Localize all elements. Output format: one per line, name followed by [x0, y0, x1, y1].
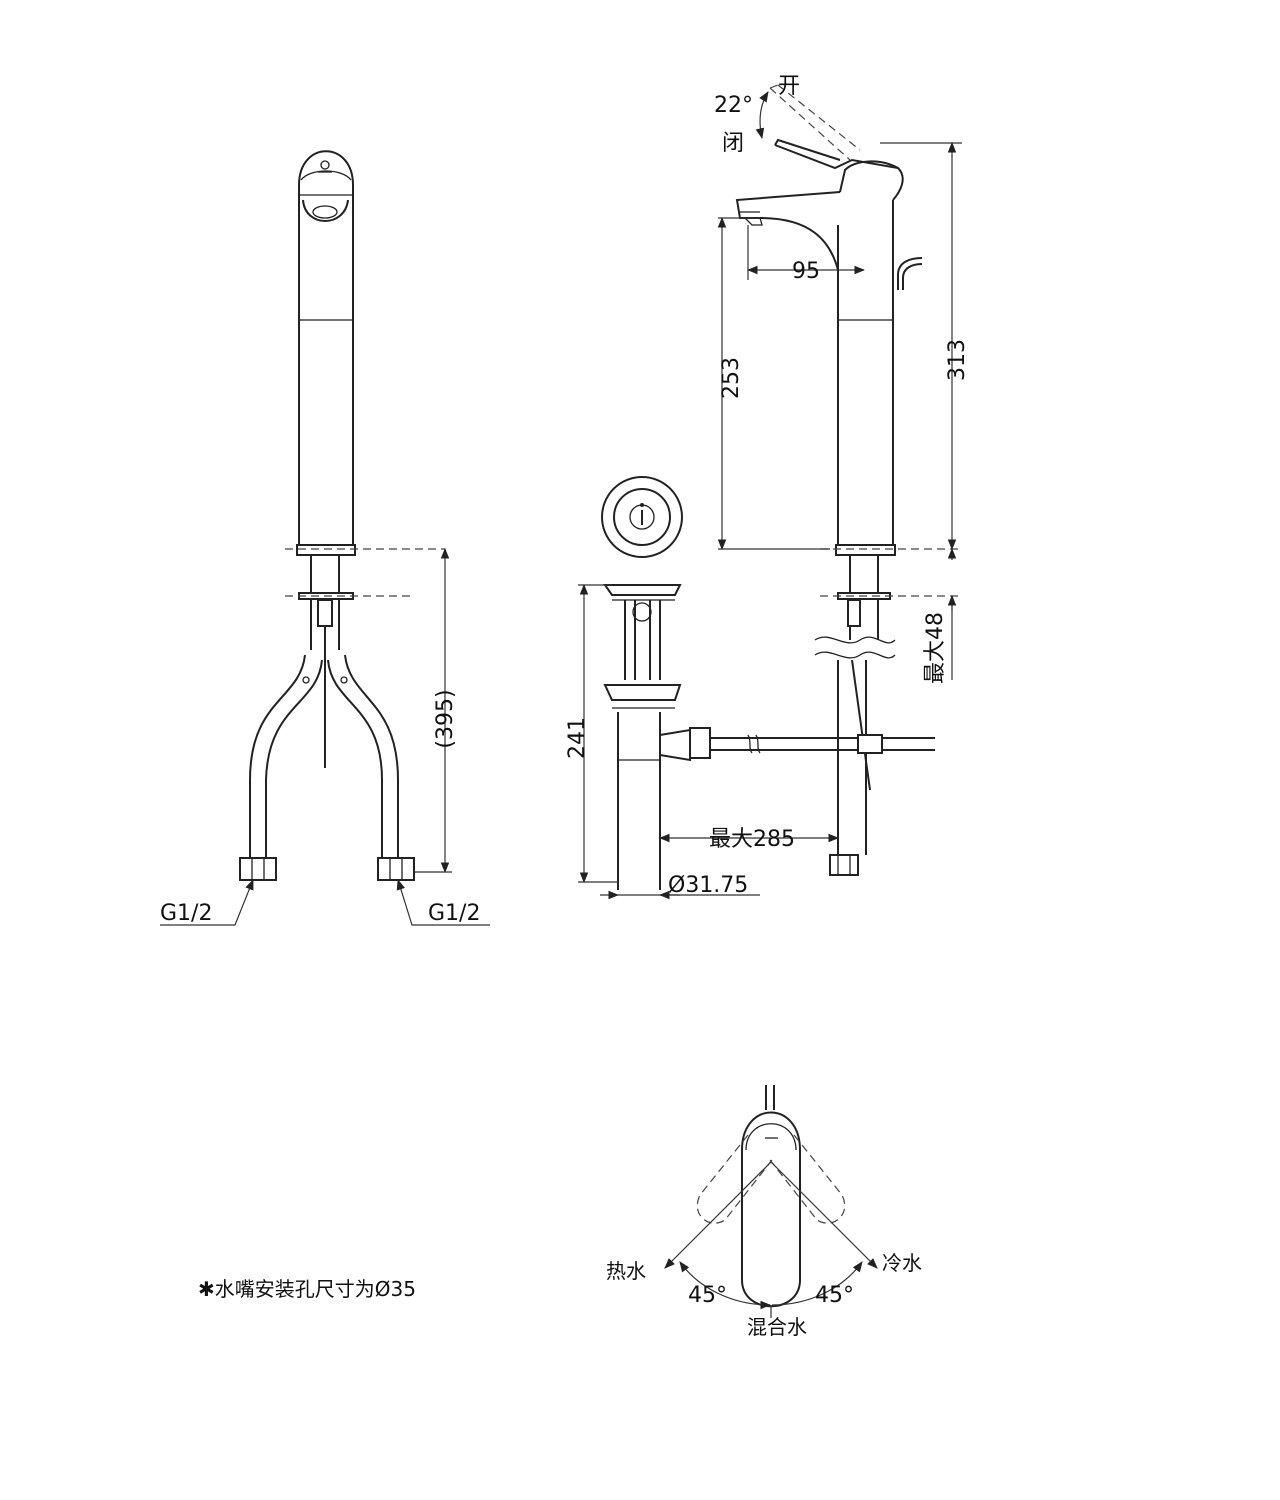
closed-label: 闭: [722, 131, 744, 156]
thread-left-label: G1/2: [160, 901, 212, 926]
drain-plug-top: [601, 476, 683, 558]
handle-hot: [696, 1134, 773, 1224]
top-view: [664, 1085, 878, 1318]
angle-left-label: 45°: [688, 1283, 727, 1308]
drain-view: [578, 476, 935, 900]
spout-side: [735, 191, 841, 271]
hose-left: [249, 654, 306, 858]
side-view: [717, 84, 962, 876]
handle-center: [741, 1111, 801, 1308]
install-note: ✱水嘴安装孔尺寸为Ø35: [198, 1277, 416, 1301]
max-48-label: 最大48: [923, 612, 948, 684]
angle-right-label: 45°: [815, 1283, 854, 1308]
hot-water-label: 热水: [606, 1259, 646, 1283]
height-313-label: 313: [945, 339, 970, 381]
length-241-label: 241: [565, 717, 590, 759]
reach-95-label: 95: [792, 259, 820, 284]
nut-right: [377, 857, 415, 881]
angle-22-label: 22°: [714, 93, 753, 118]
max-285-label: 最大285: [709, 827, 795, 852]
diameter-label: Ø31.75: [668, 873, 748, 898]
faucet-body-front: [298, 185, 354, 546]
faucet-cap-front: [298, 150, 354, 186]
lever-closed: [774, 144, 899, 170]
handle-cold: [769, 1134, 846, 1224]
mixed-water-label: 混合水: [747, 1315, 807, 1339]
open-label: 开: [778, 74, 800, 99]
thread-right-label: G1/2: [428, 901, 480, 926]
hose-right: [344, 654, 399, 858]
front-view: [160, 150, 490, 926]
height-253-label: 253: [719, 357, 744, 399]
aerator-front: [302, 199, 349, 222]
dim-395-label: (395): [433, 689, 458, 748]
cold-water-label: 冷水: [882, 1251, 922, 1275]
nut-left: [239, 857, 277, 881]
lever-open: [769, 84, 861, 161]
